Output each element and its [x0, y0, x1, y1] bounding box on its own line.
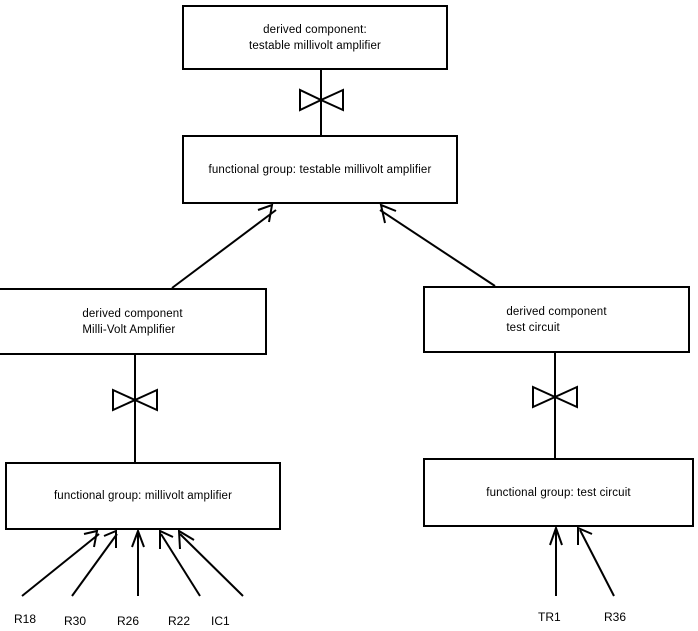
bowtie-icon-top — [299, 88, 344, 112]
leaf-label-r36: R36 — [604, 610, 627, 624]
node-functional-group-millivolt-amplifier[interactable]: functional group: millivolt amplifier — [5, 462, 281, 530]
link-leaf-r18 — [21, 533, 100, 597]
leaf-label-r22: R22 — [168, 614, 191, 628]
link-testcircuit-to-testable-fg — [379, 209, 496, 287]
link-leaf-r22 — [160, 533, 201, 597]
arrowhead-icon-r36 — [577, 526, 593, 545]
leaf-label-ic1: IC1 — [211, 614, 230, 628]
node-label: functional group: millivolt amplifier — [53, 490, 233, 502]
node-derived-component-test-circuit[interactable]: derived component test circuit — [423, 286, 690, 353]
node-label: derived component test circuit — [506, 305, 607, 334]
link-leaf-r36 — [579, 529, 615, 597]
node-label: functional group: testable millivolt amp… — [208, 163, 432, 176]
arrowhead-icon-tr1 — [549, 524, 563, 546]
arrowhead-icon-r26 — [131, 528, 145, 548]
node-derived-component-testable-millivolt-amplifier[interactable]: derived component: testable millivolt am… — [182, 5, 448, 70]
arrowhead-icon-r22 — [159, 529, 174, 549]
bowtie-icon-left — [112, 388, 158, 412]
leaf-label-r18: R18 — [14, 612, 37, 626]
arrowhead-icon-r30 — [103, 529, 117, 548]
link-leaf-ic1 — [179, 533, 244, 597]
link-mva-to-testable-fg — [171, 209, 277, 289]
arrowhead-icon-testcircuit-to-testable-fg — [379, 203, 397, 224]
arrowhead-icon-ic1 — [177, 529, 195, 550]
node-functional-group-testable-millivolt-amplifier[interactable]: functional group: testable millivolt amp… — [182, 135, 458, 204]
leaf-label-r26: R26 — [117, 614, 140, 628]
arrowhead-icon-r18 — [83, 529, 99, 548]
leaf-label-r30: R30 — [64, 614, 87, 628]
leaf-label-tr1: TR1 — [538, 610, 561, 624]
node-label: derived component: testable millivolt am… — [248, 23, 382, 52]
node-label: derived component Milli-Volt Amplifier — [82, 307, 183, 336]
node-functional-group-test-circuit[interactable]: functional group: test circuit — [423, 458, 694, 527]
node-derived-component-milli-volt-amplifier[interactable]: derived component Milli-Volt Amplifier — [0, 288, 267, 355]
link-leaf-r30 — [71, 533, 118, 597]
bowtie-icon-right — [532, 385, 578, 409]
node-label: functional group: test circuit — [486, 486, 631, 499]
arrowhead-icon-mva-to-testable-fg — [257, 203, 274, 223]
